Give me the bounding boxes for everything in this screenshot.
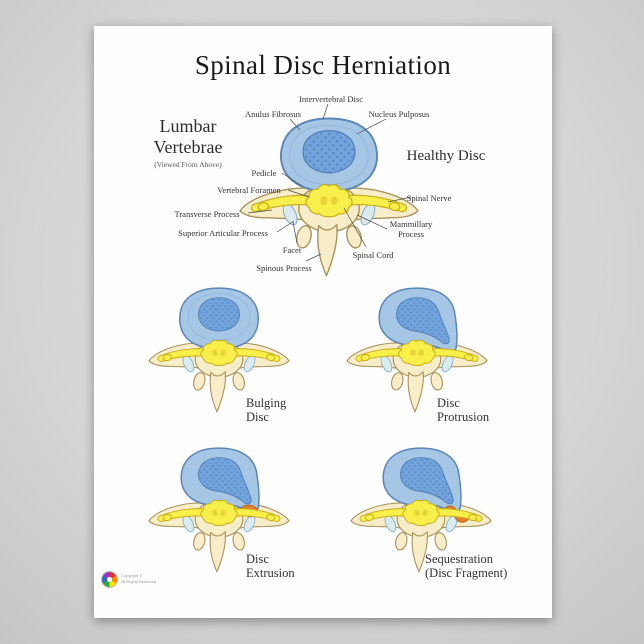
label-transverse-process: Transverse Process xyxy=(174,209,240,219)
caption-line: Extrusion xyxy=(246,566,295,581)
caption-disc-extrusion: Disc Extrusion xyxy=(246,552,295,581)
label-superior-articular-process: Superior Articular Process xyxy=(178,228,268,238)
heading-subtitle: (Viewed From Above) xyxy=(154,160,222,170)
label-facet: Facet xyxy=(282,245,302,255)
caption-line: Protrusion xyxy=(437,410,490,425)
caption-line: (Disc Fragment) xyxy=(425,566,508,581)
label-pedicle: Pedicle xyxy=(251,168,277,178)
copyright-text: Copyright © All Rights Reserved xyxy=(121,573,156,585)
label-spinal-cord: Spinal Cord xyxy=(352,250,394,260)
copyright-line: Copyright © xyxy=(121,573,143,578)
caption-line: Disc xyxy=(437,396,460,410)
label-anulus-fibrosus: Anulus Fibrosus xyxy=(245,109,301,119)
label-spinal-nerve: Spinal Nerve xyxy=(406,193,452,203)
caption-line: Bulging xyxy=(246,396,287,410)
caption-line: Disc xyxy=(246,552,269,566)
label-mammillary-process: Mammillary Process xyxy=(389,219,433,239)
poster-title: Spinal Disc Herniation xyxy=(194,50,452,80)
label-vertebral-foramen: Vertebral Foramen xyxy=(217,185,281,195)
label-nucleus-pulposus: Nucleus Pulposus xyxy=(368,109,430,119)
caption-disc-protrusion: Disc Protrusion xyxy=(437,396,489,425)
publisher-logo-icon xyxy=(102,572,117,587)
caption-line: Sequestration xyxy=(425,552,494,566)
heading-line2: Vertebrae xyxy=(153,137,223,158)
copyright-line: All Rights Reserved xyxy=(121,579,157,584)
caption-sequestration: Sequestration (Disc Fragment) xyxy=(425,552,507,581)
label-spinous-process: Spinous Process xyxy=(256,263,312,273)
caption-line: Disc xyxy=(246,410,269,425)
heading-line1: Lumbar xyxy=(159,116,217,136)
caption-bulging-disc: Bulging Disc xyxy=(246,396,286,425)
healthy-disc-label: Healthy Disc xyxy=(406,148,486,164)
label-intervertebral-disc: Intervertebral Disc xyxy=(299,94,363,104)
poster: Spinal Disc Herniation Lumbar Vertebrae … xyxy=(94,26,552,618)
section-heading: Lumbar Vertebrae (Viewed From Above) xyxy=(114,116,262,170)
